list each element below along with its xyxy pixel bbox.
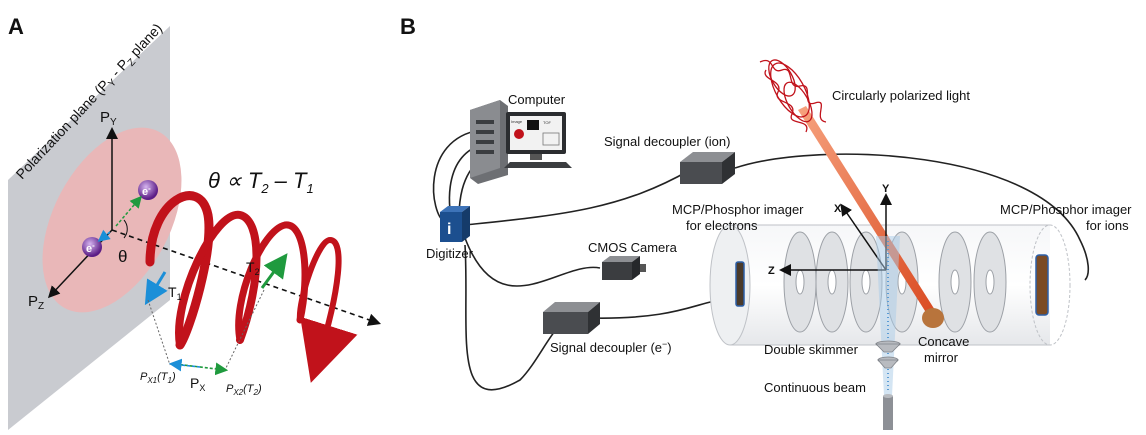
beam-nozzle <box>883 394 893 430</box>
px-label: PX <box>190 375 205 393</box>
electrode-stack <box>783 231 1007 333</box>
circularly-polarized-light-label: Circularly polarized light <box>832 88 970 103</box>
t2-arrow <box>260 253 288 289</box>
y-axis-label: Y <box>882 183 890 195</box>
mcp-ion-label-2: for ions <box>1086 218 1129 233</box>
svg-text:TOF: TOF <box>543 120 551 125</box>
mcp-electron-label-2: for electrons <box>686 218 758 233</box>
concave-mirror-label: Concave <box>918 334 969 349</box>
t2-projection <box>224 289 265 371</box>
electron-upper <box>138 180 158 200</box>
panel-a-label: A <box>8 14 24 39</box>
polarized-light-wave <box>759 59 827 133</box>
svg-text:Image: Image <box>511 119 523 124</box>
svg-text:i: i <box>447 221 451 238</box>
t2-label: T2 <box>246 259 260 277</box>
cmos-camera-label: CMOS Camera <box>588 240 678 255</box>
panel-b: B Image TOF <box>400 14 1132 430</box>
electron-detector <box>735 261 745 307</box>
computer-icon: Image TOF <box>470 100 572 184</box>
px2-label: PX2(T2) <box>226 383 262 397</box>
pz-label: PZ <box>28 293 44 312</box>
signal-decoupler-electron-label: Signal decoupler (e−) <box>550 339 672 355</box>
laser-beam <box>798 106 940 322</box>
electron-upper-label: e- <box>142 184 151 198</box>
x-axis-label: X <box>834 203 842 215</box>
t1-label: T1 <box>168 284 182 302</box>
ion-detector <box>1035 254 1049 316</box>
panel-b-label: B <box>400 14 416 39</box>
z-axis-label: Z <box>768 265 775 277</box>
time-angle-formula: θ ∝ T2 – T1 <box>208 168 314 196</box>
digitizer-icon: i <box>440 206 470 242</box>
cmos-camera <box>602 256 646 280</box>
electron-lower-arrow <box>97 229 111 242</box>
signal-decoupler-electron <box>543 302 600 334</box>
px1-label: PX1(T1) <box>140 371 176 385</box>
double-skimmer-label: Double skimmer <box>764 342 859 357</box>
py-label: PY <box>100 109 117 128</box>
t1-projection <box>147 299 171 366</box>
digitizer-label: Digitizer <box>426 246 474 261</box>
mcp-electron-label-1: MCP/Phosphor imager <box>672 202 804 217</box>
molecular-beam <box>876 236 900 396</box>
concave-mirror <box>922 308 944 328</box>
electron-lower-label: e- <box>86 241 95 255</box>
mcp-ion-label-1: MCP/Phosphor imager <box>1000 202 1132 217</box>
circularly-polarized-helix <box>145 191 358 383</box>
signal-decoupler-ion-label: Signal decoupler (ion) <box>604 134 730 149</box>
theta-arc <box>123 219 128 239</box>
signal-decoupler-ion <box>680 152 735 184</box>
computer-label: Computer <box>508 92 566 107</box>
double-skimmer <box>875 340 901 369</box>
concave-mirror-label-2: mirror <box>924 350 959 365</box>
t1-arrow <box>144 271 168 306</box>
electron-lower <box>82 237 102 257</box>
electron-upper-arrow <box>115 195 142 227</box>
continuous-beam-label: Continuous beam <box>764 380 866 395</box>
panel-a: A Polarization plane (PY - PZ plane) PY … <box>8 14 382 430</box>
theta-label: θ <box>118 247 127 266</box>
